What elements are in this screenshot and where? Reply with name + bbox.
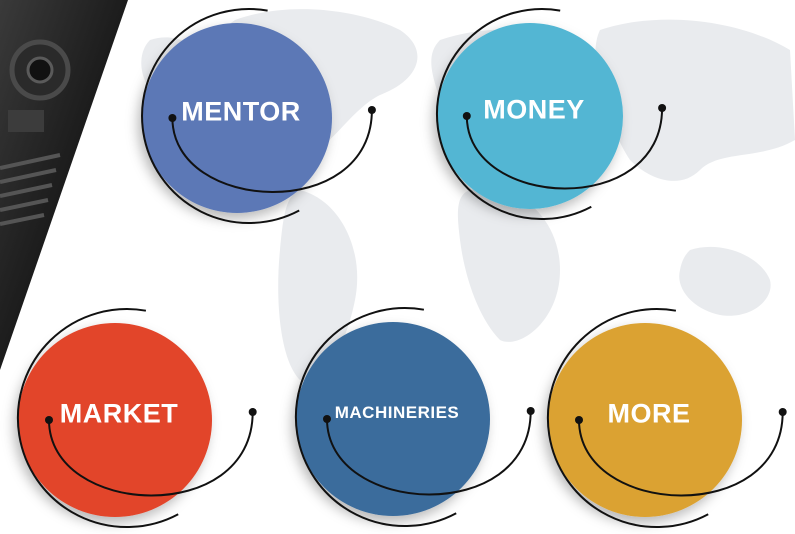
label-mentor: MENTOR bbox=[181, 96, 301, 127]
label-more: MORE bbox=[607, 398, 691, 429]
swoosh-line-more bbox=[578, 411, 784, 497]
circle-disc-machineries bbox=[296, 322, 490, 516]
swoosh-line-machineries bbox=[326, 410, 532, 496]
endpoint-dot-left-machineries bbox=[323, 415, 331, 423]
endpoint-dot-right-machineries bbox=[526, 407, 535, 415]
endpoint-dot-right-market bbox=[248, 408, 257, 416]
circle-disc-mentor bbox=[142, 23, 332, 213]
label-money: MONEY bbox=[483, 94, 585, 125]
circle-money bbox=[436, 8, 667, 221]
circle-machineries bbox=[294, 307, 535, 528]
circle-mentor bbox=[141, 7, 376, 224]
label-machineries: MACHINERIES bbox=[334, 403, 460, 422]
endpoint-dot-right-mentor bbox=[367, 106, 376, 114]
endpoint-dot-right-more bbox=[778, 408, 787, 416]
swoosh-line-mentor bbox=[171, 109, 373, 193]
swoosh-line-market bbox=[48, 411, 254, 497]
endpoint-dot-left-mentor bbox=[168, 114, 177, 122]
swoosh-line-money bbox=[465, 107, 664, 190]
label-market: MARKET bbox=[59, 398, 179, 429]
circles-layer bbox=[16, 7, 787, 529]
circle-disc-market bbox=[18, 323, 212, 517]
endpoint-dot-left-money bbox=[462, 112, 471, 120]
outer-ring-machineries bbox=[294, 307, 457, 528]
circle-disc-money bbox=[437, 23, 623, 209]
outer-ring-mentor bbox=[141, 7, 300, 224]
circle-more bbox=[546, 308, 787, 529]
outer-ring-more bbox=[546, 308, 709, 529]
endpoint-dot-left-more bbox=[575, 416, 583, 424]
machinery-photo bbox=[0, 0, 128, 370]
circle-disc-more bbox=[548, 323, 742, 517]
circle-market bbox=[16, 308, 257, 529]
endpoint-dot-left-market bbox=[45, 416, 53, 424]
outer-ring-market bbox=[16, 308, 179, 529]
endpoint-dot-right-money bbox=[658, 104, 667, 112]
outer-ring-money bbox=[436, 8, 592, 221]
